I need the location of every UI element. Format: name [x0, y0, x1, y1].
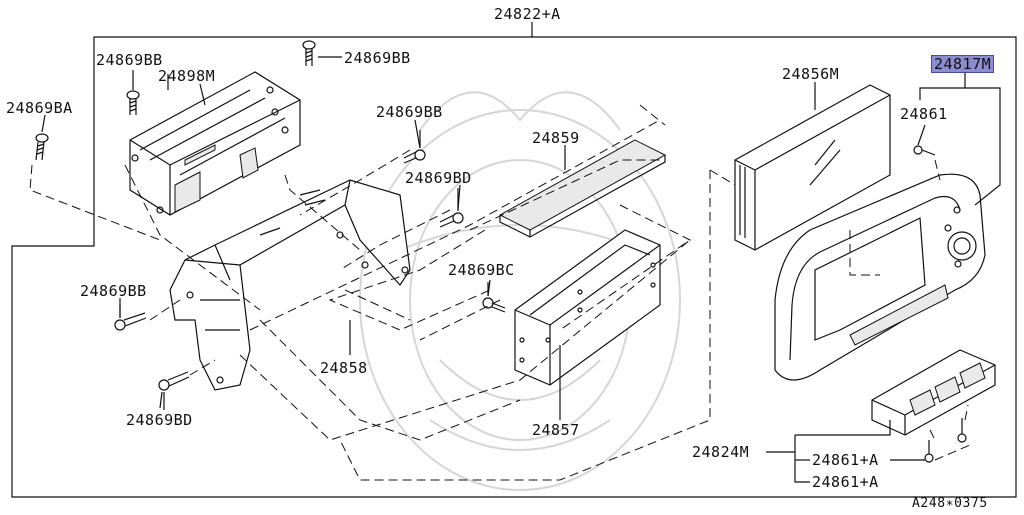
label-24898m: 24898M [158, 67, 216, 85]
label-24857: 24857 [532, 421, 580, 439]
screw-24869bb-top-left [126, 90, 140, 115]
diagram-code: A248∗0375 [912, 496, 988, 511]
screw-24869bb-mid [403, 130, 426, 164]
label-24861a-lower: 24861+A [812, 473, 879, 491]
label-24869ba: 24869BA [6, 99, 73, 117]
guide-lines [29, 104, 971, 481]
label-24856m: 24856M [782, 65, 840, 83]
part-24857-box [514, 229, 661, 386]
part-24856m-display [734, 84, 891, 251]
label-24869bb-top-left: 24869BB [96, 51, 163, 69]
label-24869bd-bottom: 24869BD [126, 411, 193, 429]
label-24861: 24861 [900, 105, 948, 123]
part-finisher-bezel [774, 173, 986, 381]
label-24869bb-top-right: 24869BB [344, 49, 411, 67]
label-24869bb-lower-left: 24869BB [80, 282, 147, 300]
screw-24869bb-top-right [302, 40, 342, 66]
label-24824m: 24824M [692, 443, 750, 461]
label-24869bd-mid: 24869BD [405, 169, 472, 187]
label-24858: 24858 [320, 359, 368, 377]
part-24898m-bracket [129, 71, 301, 216]
leader-lines [119, 70, 1001, 483]
screw-24869ba [35, 114, 49, 161]
label-24859: 24859 [532, 129, 580, 147]
screw-24861 [913, 124, 936, 156]
screw-24869bc [482, 282, 506, 313]
screw-24869bd-bottom [158, 371, 190, 410]
label-24869bb-mid: 24869BB [376, 103, 443, 121]
label-24822a: 24822+A [494, 5, 561, 23]
screw-24869bd-mid [439, 188, 464, 228]
label-24861a-upper: 24861+A [812, 451, 879, 469]
label-24869bc: 24869BC [448, 261, 515, 279]
part-24858-frame [169, 179, 411, 391]
assembly-frame [11, 22, 1017, 498]
part-24824m-switch [871, 349, 996, 436]
label-24817m-highlighted[interactable]: 24817M [930, 55, 995, 73]
part-24859-bar [498, 139, 667, 238]
screw-24861a [924, 418, 967, 463]
